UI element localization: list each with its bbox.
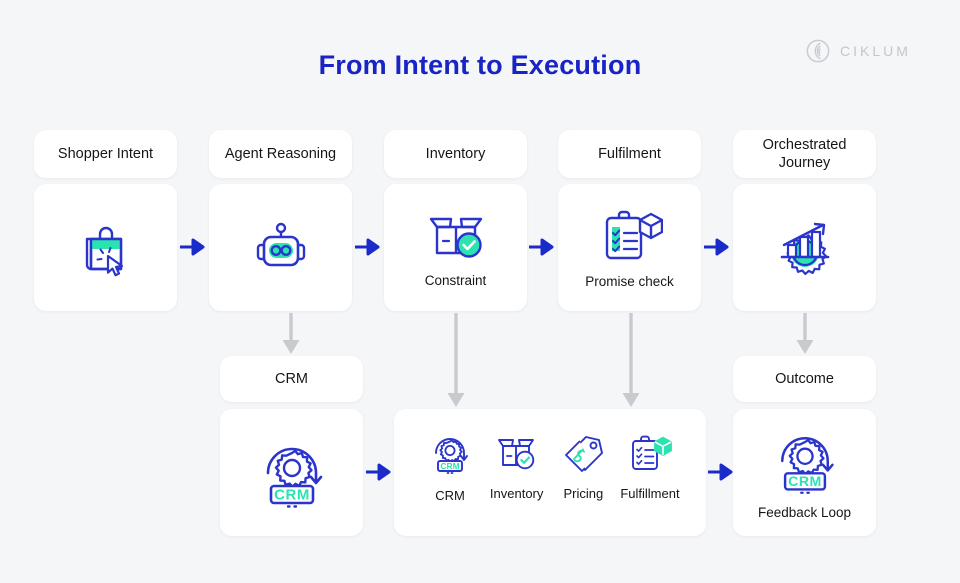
brand-logo: CIKLUM [805, 38, 911, 64]
clipboard-checklist-box-icon [597, 206, 663, 266]
price-tags-dollar-icon [560, 432, 606, 474]
body-card-systems[interactable] [394, 409, 706, 536]
body-card-orchestrated-journey[interactable] [733, 184, 876, 311]
arrow-crm-to-systems [366, 463, 394, 486]
crm-gear-loop-icon: CRM [256, 435, 328, 511]
crm-gear-loop-icon: CRM [769, 425, 841, 497]
header-card-outcome[interactable]: Outcome [733, 356, 876, 402]
bar-chart-growth-gear-icon [770, 217, 840, 279]
header-card-orchestrated-journey[interactable]: Orchestrated Journey [733, 130, 876, 178]
header-card-label: Fulfilment [598, 145, 661, 162]
shopping-bag-cursor-icon [75, 217, 137, 279]
header-card-fulfilment[interactable]: Fulfilment [558, 130, 701, 178]
system-item-label: Inventory [489, 486, 544, 501]
system-item-fulfillment[interactable]: Fulfillment [620, 432, 680, 501]
arrow-fulfilment-to-systems [620, 313, 642, 414]
system-item-label: Fulfillment [620, 486, 680, 501]
arrow-shopper-to-agent [180, 238, 208, 261]
system-item-inventory[interactable]: Inventory [488, 432, 546, 501]
crm-gear-small-icon: CRM [429, 432, 471, 476]
header-card-label: Orchestrated Journey [762, 136, 847, 171]
robot-head-icon [248, 217, 314, 279]
body-card-crm[interactable]: CRM [220, 409, 363, 536]
header-card-label: Shopper Intent [57, 145, 154, 162]
header-card-label: Agent Reasoning [224, 145, 337, 162]
arrow-inventory-to-systems [445, 313, 467, 414]
brand-name: CIKLUM [840, 43, 911, 59]
arrow-agent-to-inventory [355, 238, 383, 261]
systems-icon-row: CRM CRM Inventory [421, 432, 680, 503]
ciklum-c-mark-icon [805, 38, 831, 64]
arrow-fulfilment-to-journey [704, 238, 732, 261]
arrow-agent-to-crm [280, 313, 302, 361]
open-box-check-icon [423, 207, 489, 265]
box-check-small-icon [494, 432, 540, 474]
header-card-label: Outcome [775, 370, 834, 387]
clipboard-box-small-icon [627, 432, 673, 474]
svg-text:CRM: CRM [274, 486, 310, 503]
body-card-shopper-intent[interactable] [34, 184, 177, 311]
card-caption: Constraint [424, 273, 487, 288]
svg-text:CRM: CRM [788, 474, 822, 490]
body-card-agent-reasoning[interactable] [209, 184, 352, 311]
body-card-outcome[interactable]: CRM Feedback Loop [733, 409, 876, 536]
body-card-fulfilment[interactable]: Promise check [558, 184, 701, 311]
header-card-shopper-intent[interactable]: Shopper Intent [34, 130, 177, 178]
card-caption: Feedback Loop [757, 505, 852, 520]
arrow-systems-to-outcome [708, 463, 736, 486]
card-caption: Promise check [585, 274, 674, 289]
system-item-crm[interactable]: CRM CRM [421, 432, 479, 503]
header-card-crm[interactable]: CRM [220, 356, 363, 402]
header-card-inventory[interactable]: Inventory [384, 130, 527, 178]
arrow-inventory-to-fulfilment [529, 238, 557, 261]
system-item-label: CRM [435, 488, 465, 503]
header-card-label: Inventory [425, 145, 486, 162]
header-card-agent-reasoning[interactable]: Agent Reasoning [209, 130, 352, 178]
page-title: From Intent to Execution [318, 50, 642, 80]
header-card-label: CRM [274, 370, 309, 387]
system-item-pricing[interactable]: Pricing [554, 432, 612, 501]
arrow-journey-to-outcome [794, 313, 816, 361]
body-card-inventory[interactable]: Constraint [384, 184, 527, 311]
svg-text:CRM: CRM [440, 461, 459, 471]
system-item-label: Pricing [563, 486, 604, 501]
